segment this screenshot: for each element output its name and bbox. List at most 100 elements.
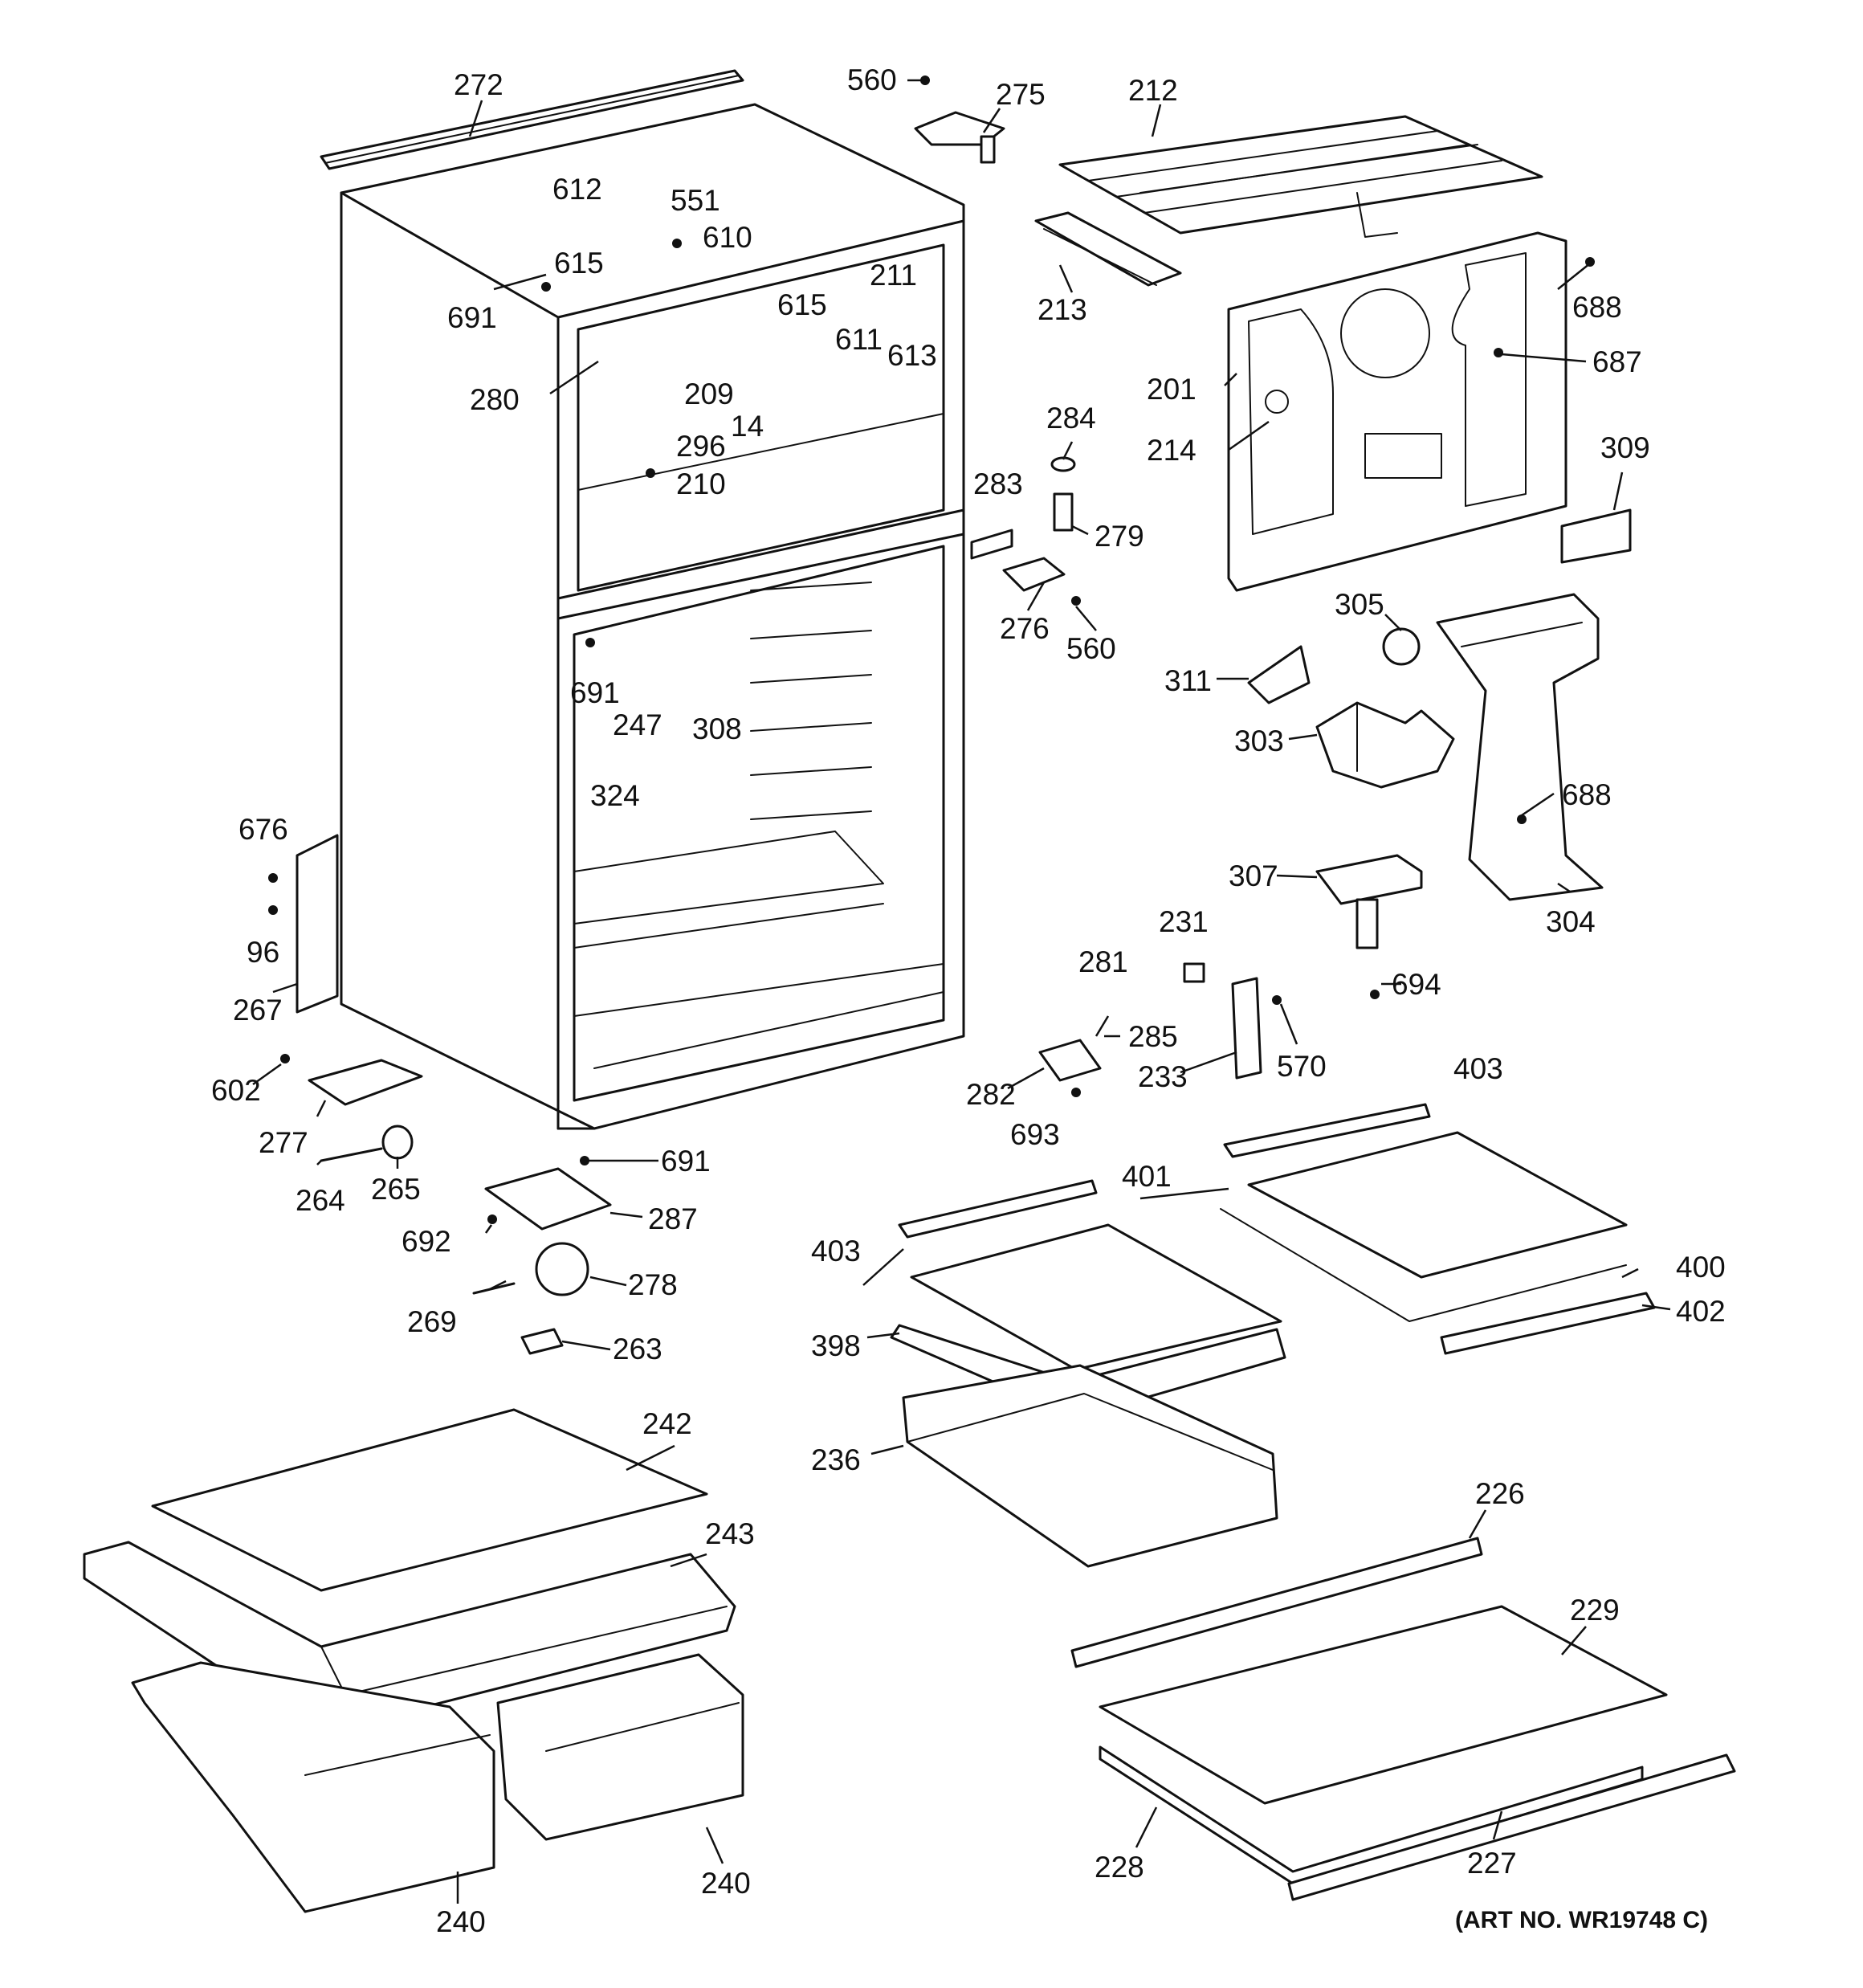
- callout-284: 284: [1046, 402, 1096, 435]
- callout-615-left: 615: [554, 247, 604, 280]
- screw-icon: [541, 282, 551, 292]
- part-309-label: [1560, 508, 1632, 564]
- callout-263: 263: [613, 1333, 662, 1365]
- screw-icon: [1272, 995, 1282, 1005]
- callout-324: 324: [590, 779, 640, 812]
- part-277-bottom-hinge: [308, 1059, 423, 1106]
- part-276-bracket: [1002, 557, 1066, 592]
- callout-615-right: 615: [777, 288, 827, 321]
- cabinet-body: [340, 103, 965, 1130]
- callout-269: 269: [407, 1305, 457, 1338]
- callout-264: 264: [296, 1184, 345, 1217]
- screw-icon: [1071, 1088, 1081, 1097]
- callout-278: 278: [628, 1268, 678, 1301]
- part-212-wire-shelf: [1058, 115, 1543, 238]
- callout-611: 611: [835, 323, 883, 356]
- callout-303: 303: [1234, 725, 1284, 757]
- part-240-left-pan: [131, 1661, 495, 1913]
- part-403-front-trim-right: [1223, 1103, 1431, 1158]
- screw-icon: [487, 1214, 497, 1224]
- callout-304: 304: [1546, 905, 1596, 938]
- callout-236: 236: [811, 1443, 861, 1476]
- callout-570: 570: [1277, 1050, 1327, 1083]
- part-201-evaporator-cover: [1227, 231, 1567, 592]
- part-304-air-duct: [1436, 593, 1604, 901]
- part-278-roller: [535, 1242, 589, 1296]
- part-264-pin: [320, 1147, 383, 1162]
- part-269-pin: [472, 1282, 516, 1295]
- callout-211: 211: [870, 259, 917, 292]
- callout-242: 242: [642, 1407, 692, 1440]
- screw-icon: [1494, 348, 1503, 357]
- callout-201: 201: [1147, 373, 1196, 406]
- callout-277: 277: [259, 1126, 308, 1159]
- callout-14: 14: [731, 410, 764, 443]
- callout-213: 213: [1037, 293, 1087, 326]
- part-242-crisper-cover-glass: [151, 1408, 708, 1592]
- part-303-damper-housing: [1315, 701, 1455, 789]
- part-231-clip: [1183, 962, 1205, 983]
- callout-209: 209: [684, 378, 734, 410]
- screw-icon: [580, 1156, 589, 1165]
- screw-icon: [268, 905, 278, 915]
- callout-276: 276: [1000, 612, 1050, 645]
- callout-691-top: 691: [447, 301, 497, 334]
- screw-icon: [672, 239, 682, 248]
- part-311-baffle: [1247, 645, 1311, 704]
- callout-285: 285: [1128, 1020, 1178, 1053]
- callout-267: 267: [233, 994, 283, 1027]
- callout-691-bottom: 691: [661, 1145, 711, 1178]
- callout-231: 231: [1159, 905, 1209, 938]
- part-272-top-trim: [320, 69, 744, 170]
- callout-287: 287: [648, 1202, 698, 1235]
- callout-240-right: 240: [701, 1867, 751, 1900]
- part-236-crisper-drawer: [902, 1364, 1278, 1568]
- part-213-ice-tray: [1034, 211, 1182, 287]
- part-283-bracket: [970, 529, 1013, 560]
- callout-687: 687: [1592, 345, 1642, 378]
- callout-308: 308: [692, 712, 742, 745]
- callout-279: 279: [1095, 520, 1144, 553]
- callout-227: 227: [1467, 1847, 1517, 1880]
- callout-602: 602: [211, 1074, 261, 1107]
- callout-305: 305: [1335, 588, 1384, 621]
- callout-229: 229: [1570, 1594, 1620, 1627]
- callout-272: 272: [454, 68, 503, 101]
- callout-233: 233: [1138, 1060, 1188, 1093]
- part-400-shelf-right: [1220, 1131, 1628, 1322]
- part-226-front-trim: [1070, 1537, 1483, 1668]
- part-227-rear-trim: [1287, 1753, 1736, 1901]
- callout-240-left: 240: [436, 1905, 486, 1938]
- callout-247: 247: [613, 708, 662, 741]
- callout-676: 676: [238, 813, 288, 846]
- callout-560-top: 560: [847, 63, 897, 96]
- callout-296: 296: [676, 430, 726, 463]
- screw-icon: [268, 873, 278, 883]
- screw-icon: [646, 468, 655, 478]
- callout-210: 210: [676, 467, 726, 500]
- callout-400: 400: [1676, 1251, 1726, 1284]
- part-233-rail: [1231, 977, 1262, 1080]
- callout-243: 243: [705, 1517, 755, 1550]
- callout-403-right: 403: [1453, 1052, 1503, 1085]
- part-284-washer: [1050, 456, 1076, 472]
- callout-280: 280: [470, 383, 520, 416]
- callout-402: 402: [1676, 1295, 1726, 1328]
- part-287-hinge-plate: [484, 1167, 612, 1231]
- part-275-top-hinge: [914, 76, 1005, 164]
- callout-275: 275: [996, 78, 1046, 111]
- part-240-right-pan: [496, 1653, 744, 1841]
- callout-265: 265: [371, 1173, 421, 1206]
- part-402-rear-trim: [1440, 1292, 1656, 1355]
- callout-691-mid: 691: [570, 676, 620, 709]
- callout-613: 613: [887, 339, 937, 372]
- part-drawings: [83, 69, 1736, 1913]
- part-265-roller: [381, 1125, 414, 1160]
- callout-214: 214: [1147, 434, 1196, 467]
- part-401-glass-shelf: [910, 1223, 1282, 1371]
- callout-403-left: 403: [811, 1235, 861, 1268]
- callout-692: 692: [402, 1225, 451, 1258]
- callout-226: 226: [1475, 1477, 1525, 1510]
- callout-212: 212: [1128, 74, 1178, 107]
